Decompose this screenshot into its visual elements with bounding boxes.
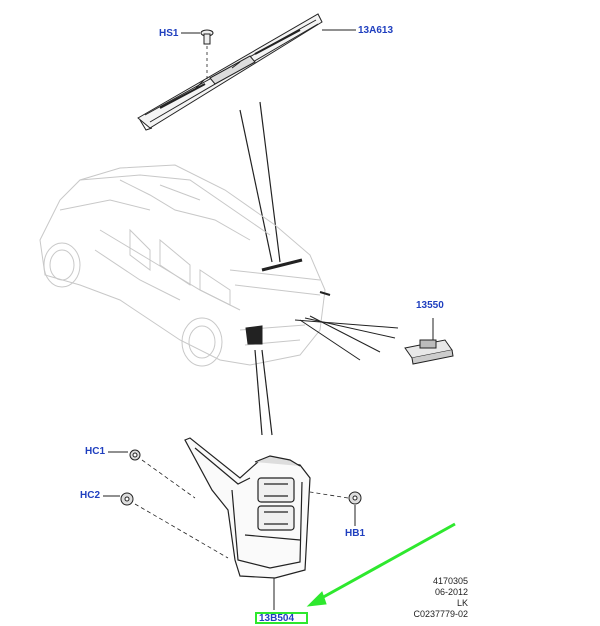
drawing-number: 4170305 <box>432 576 468 586</box>
callout-hc2[interactable]: HC2 <box>80 490 101 501</box>
callout-hb1[interactable]: HB1 <box>345 528 366 539</box>
high-mount-stop-lamp <box>137 13 323 131</box>
drawing-id: C0237779-02 <box>413 609 468 619</box>
rear-lamp-assembly <box>184 437 311 579</box>
clip-hc1-icon <box>129 449 141 461</box>
callout-hs1[interactable]: HS1 <box>159 28 179 39</box>
callout-13a613[interactable]: 13A613 <box>358 25 394 36</box>
bolt-hb1-icon <box>348 491 362 505</box>
screw-hs1-icon <box>200 29 214 45</box>
clip-hc2-icon <box>120 492 134 506</box>
drawing-date: 06-2012 <box>434 587 468 597</box>
drawing-code: LK <box>456 598 468 608</box>
highlight-arrow <box>306 522 456 607</box>
callout-13550[interactable]: 13550 <box>416 300 444 311</box>
callout-13b504[interactable]: 13B504 <box>259 613 295 624</box>
vehicle-outline <box>39 164 326 367</box>
callout-hc1[interactable]: HC1 <box>85 446 106 457</box>
number-plate-lamp <box>404 339 454 365</box>
